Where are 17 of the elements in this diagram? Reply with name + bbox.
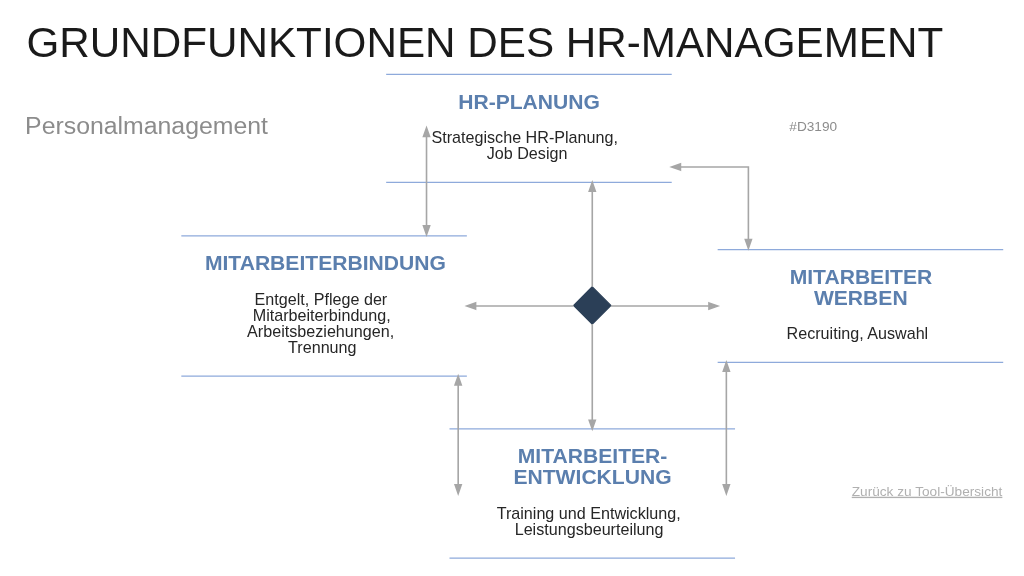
node-text: MITARBEITER- ENTWICKLUNG Training und Entwicklung, Leistungsbeurteilung [496, 444, 681, 538]
label: #D3190 [788, 119, 837, 135]
diagram-title: GRUNDFUNKTIONEN DES HR-MANAGEMENT [25, 18, 943, 66]
arrow [453, 373, 462, 496]
arrow [463, 301, 574, 311]
node-text: MITARBEITERBINDUNG Entgelt, Pflege der Mitarbeiterbindung, Arbeitsbeziehungen, Trennung [204, 251, 446, 357]
label: Zurück zu Tool-Übersicht [851, 483, 1002, 499]
node-text: HR-PLANUNG Strategische HR-Planung, Job Design [430, 89, 618, 163]
arrow [609, 301, 720, 311]
node-diamond [572, 285, 612, 325]
node-text: MITARBEITER WERBEN Recruiting, Auswahl [786, 264, 932, 343]
arrow [668, 162, 753, 251]
arrow [587, 180, 596, 288]
label: Personalmanagement [24, 112, 268, 140]
arrow [721, 360, 731, 496]
arrow [587, 323, 596, 432]
arrow [421, 125, 431, 238]
